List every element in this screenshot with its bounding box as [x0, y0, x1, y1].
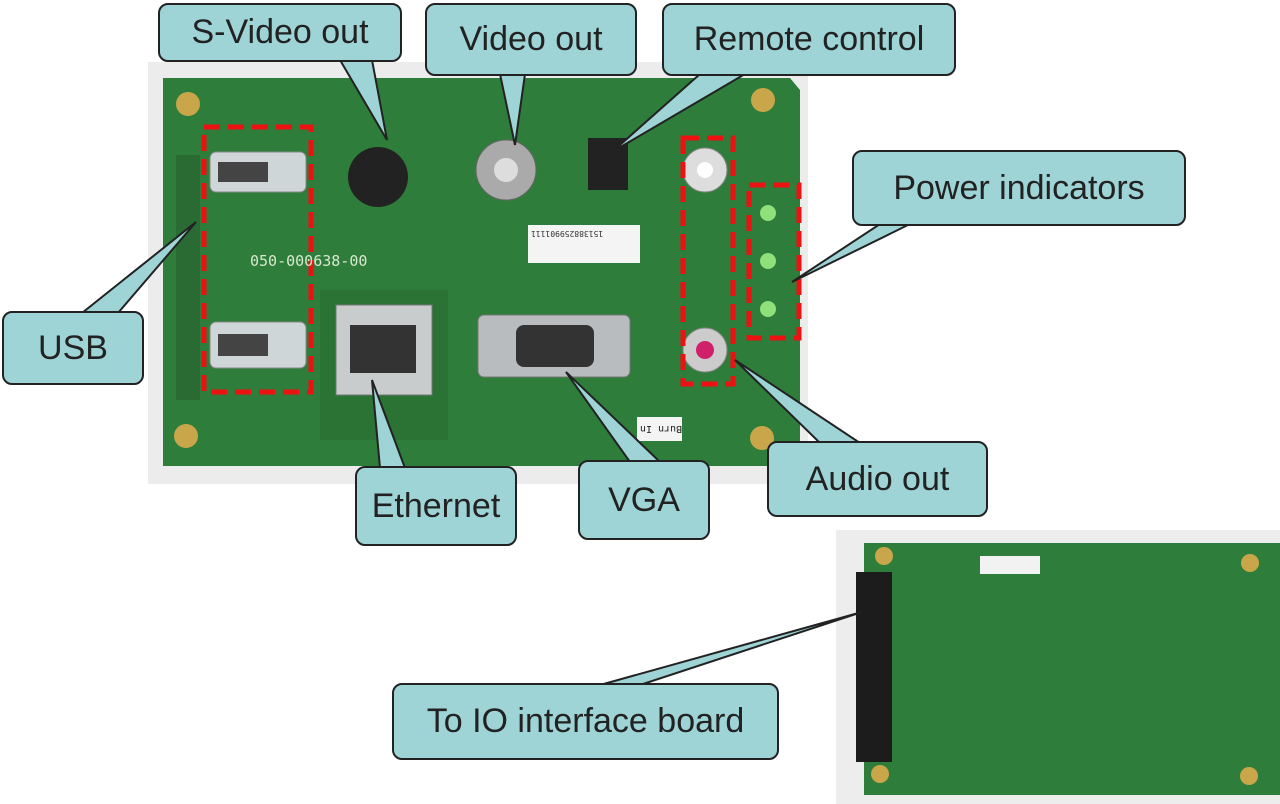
- io-board-front: [163, 78, 800, 466]
- svideo-jack: [348, 147, 408, 207]
- callout-svideo-out: S-Video out: [158, 3, 402, 62]
- callout-pointers: [79, 59, 911, 686]
- barcode-text: 151388259901111: [531, 229, 604, 238]
- callout-usb: USB: [2, 311, 144, 385]
- usb-ports: [209, 151, 307, 369]
- mounting-holes: [174, 88, 775, 450]
- callout-ethernet: Ethernet: [355, 466, 517, 546]
- callout-video-out: Video out: [425, 3, 637, 76]
- callout-power-indicators: Power indicators: [852, 150, 1186, 226]
- burn-in-sticker: [637, 417, 682, 441]
- io-board-back: [864, 543, 1280, 795]
- power-leds: [760, 205, 776, 317]
- highlight-boxes: [201, 124, 802, 395]
- part-number: 050-000638-00: [250, 252, 368, 270]
- burn-in-label: Burn In: [640, 423, 683, 434]
- ribbon-connector: [856, 572, 892, 762]
- barcode-label: [528, 225, 640, 263]
- callout-audio-out: Audio out: [767, 441, 988, 517]
- callout-vga: VGA: [578, 460, 710, 540]
- mounting-holes-2: [871, 547, 1259, 785]
- callout-remote-control: Remote control: [662, 3, 956, 76]
- white-connector: [980, 556, 1040, 574]
- pin-header: [176, 155, 200, 400]
- callout-io-interface-board: To IO interface board: [392, 683, 779, 760]
